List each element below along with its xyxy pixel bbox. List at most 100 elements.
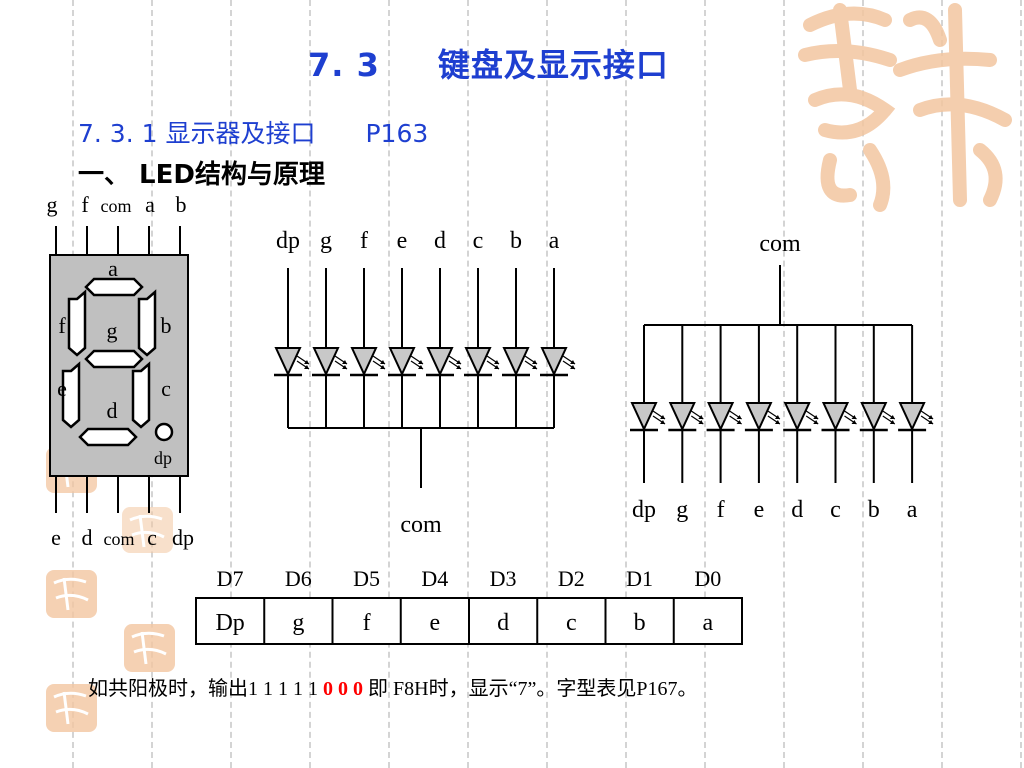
- bit-header: D5: [353, 566, 380, 591]
- pin-label: g: [320, 228, 332, 254]
- pin-label: b: [510, 228, 522, 254]
- decorative-seal-icon: [46, 570, 97, 618]
- bit-header: D2: [558, 566, 585, 591]
- segment-label: dp: [154, 448, 172, 468]
- section-number: 7. 3: [308, 46, 380, 84]
- pin-label: e: [754, 497, 765, 523]
- bit-header: D0: [694, 566, 721, 591]
- led-diode: [821, 402, 857, 432]
- pin-label: dp: [632, 497, 656, 523]
- bit-header: D4: [421, 566, 448, 591]
- led-diode: [464, 347, 500, 377]
- pin-label: c: [473, 228, 484, 254]
- pin-label: d: [434, 228, 446, 254]
- pin-label: d: [82, 525, 93, 550]
- bit-header: D7: [217, 566, 244, 591]
- segment-f: [67, 289, 87, 357]
- explanation-note: 如共阳极时，输出1 1 1 1 1 0 0 0 即 F8H时，显示“7”。字型表…: [88, 672, 697, 701]
- section-title: 键盘及显示接口: [437, 46, 669, 84]
- pin-label: dp: [172, 525, 194, 550]
- background-gridline: [546, 0, 548, 768]
- segment-cell: a: [703, 610, 714, 636]
- pin-label: com: [101, 196, 132, 216]
- bit-header: D1: [626, 566, 653, 591]
- pin-label: e: [51, 525, 61, 550]
- segment-label: a: [108, 256, 118, 281]
- background-gridline: [1020, 0, 1022, 768]
- subsection-title: 7. 3. 1 显示器及接口 P163: [78, 114, 428, 150]
- pin-label: g: [47, 192, 58, 217]
- segment-label: c: [161, 376, 171, 401]
- note-highlight: 0 0 0: [323, 678, 363, 700]
- decorative-seal-icon: [122, 507, 173, 553]
- segment-b: [137, 289, 157, 357]
- decorative-seal-icon: [46, 684, 97, 732]
- segment-label: g: [107, 318, 118, 343]
- led-diode: [540, 347, 576, 377]
- background-gridline: [625, 0, 627, 768]
- background-gridline: [467, 0, 469, 768]
- background-gridline: [388, 0, 390, 768]
- slide-title: 7. 3 键盘及显示接口: [308, 40, 669, 86]
- pin-label: dp: [276, 228, 300, 254]
- seven-segment-display: g f com a b e d com c dp a f g b e d c d…: [47, 192, 195, 550]
- led-diode: [706, 402, 742, 432]
- decorative-seal-logo: [798, 3, 1012, 212]
- segment-e: [61, 361, 81, 429]
- segment-c: [131, 361, 151, 429]
- segment-cell: b: [634, 610, 646, 636]
- segment-cell: Dp: [215, 610, 244, 636]
- bit-header: D6: [285, 566, 312, 591]
- subsection-number: 7. 3. 1: [78, 119, 158, 148]
- com-label: com: [759, 231, 801, 257]
- segment-dp: [154, 422, 174, 442]
- led-diode: [350, 347, 386, 377]
- segment-g: [84, 349, 144, 369]
- pin-label: a: [145, 192, 155, 217]
- pin-label: b: [868, 497, 880, 523]
- pin-label: d: [791, 497, 803, 523]
- segment-d: [78, 427, 138, 447]
- pin-label: g: [676, 497, 688, 523]
- background-gridline: [309, 0, 311, 768]
- com-label: com: [400, 512, 442, 538]
- background-gridline: [704, 0, 706, 768]
- section-heading: 一、 LED结构与原理: [78, 160, 325, 190]
- subsection-name: 显示器及接口: [165, 119, 316, 148]
- pin-label: e: [397, 228, 408, 254]
- segment-cell: g: [292, 610, 304, 636]
- led-diode: [312, 347, 348, 377]
- page-reference: P163: [365, 119, 429, 148]
- note-suffix: 即 F8H时，显示“7”。字型表见P167。: [363, 678, 698, 700]
- led-diode: [388, 347, 424, 377]
- led-diode: [859, 402, 896, 432]
- led-diode: [783, 402, 819, 432]
- background-gridline: [941, 0, 943, 768]
- segment-cell: d: [497, 610, 509, 636]
- pin-label: a: [907, 497, 918, 523]
- segment-label: f: [58, 313, 66, 338]
- background-gridline: [783, 0, 785, 768]
- pin-label: com: [104, 529, 135, 549]
- segment-label: d: [107, 398, 118, 423]
- pin-label: f: [360, 228, 368, 254]
- pin-label: f: [81, 192, 89, 217]
- pin-label: c: [830, 497, 841, 523]
- background-gridline: [230, 0, 232, 768]
- led-diode: [426, 347, 462, 377]
- led-diode: [502, 347, 538, 377]
- pin-label: a: [549, 228, 560, 254]
- pin-label: b: [176, 192, 187, 217]
- decorative-seal-icon: [124, 624, 175, 672]
- led-diode: [630, 402, 666, 432]
- bit-header: D3: [490, 566, 517, 591]
- pin-label: c: [147, 525, 157, 550]
- segment-label: e: [57, 376, 67, 401]
- segment-label: b: [161, 313, 172, 338]
- segment-a: [84, 277, 144, 297]
- background-gridline: [862, 0, 864, 768]
- segment-cell: f: [363, 610, 371, 636]
